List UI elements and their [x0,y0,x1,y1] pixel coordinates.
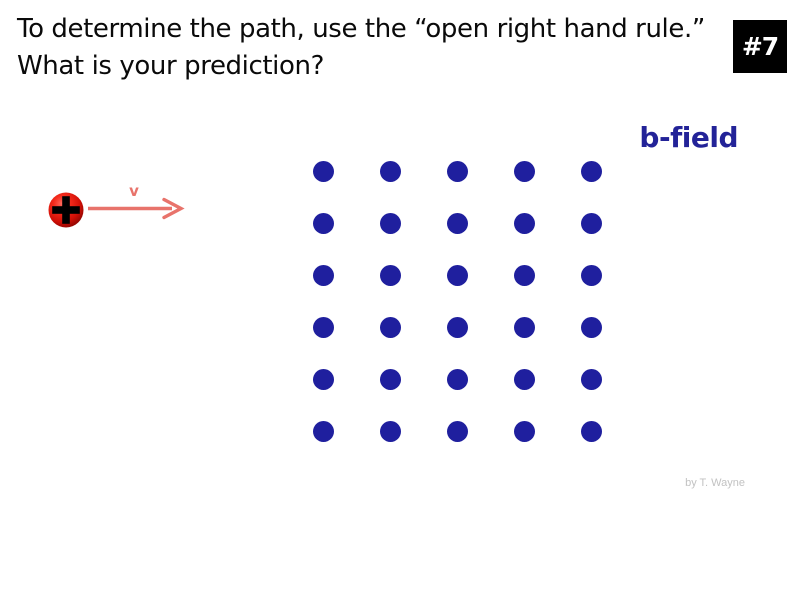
field-dot [581,421,602,442]
positive-charge-icon [48,192,84,228]
page-title: To determine the path, use the “open rig… [17,11,727,85]
field-dot [514,213,535,234]
field-dot [380,265,401,286]
field-dot [380,161,401,182]
field-dot [313,421,334,442]
field-dot [380,421,401,442]
field-dot [447,421,468,442]
field-dot-row [313,265,605,287]
slide-number-label: #7 [741,32,779,61]
velocity-arrow-icon [88,197,185,220]
field-dot [447,213,468,234]
b-field-label: b-field [639,121,738,154]
field-dot [514,421,535,442]
field-dot [380,317,401,338]
field-dot-row [313,317,605,339]
field-dot [581,317,602,338]
field-dot [514,317,535,338]
field-dot [514,161,535,182]
field-dot [380,369,401,390]
title-line-1: To determine the path, use the “open rig… [17,14,705,44]
field-dot-row [313,369,605,391]
slide-number-badge: #7 [733,20,787,73]
velocity-label: v [129,182,139,200]
field-dot [581,369,602,390]
field-dot [313,161,334,182]
field-dot [313,317,334,338]
field-dot [581,213,602,234]
field-dot [581,265,602,286]
author-credit: by T. Wayne [685,477,745,489]
field-dot [447,161,468,182]
field-dot [514,265,535,286]
title-line-2: What is your prediction? [17,51,324,81]
field-dot [313,213,334,234]
field-dot [447,369,468,390]
field-dot [380,213,401,234]
field-dot [313,265,334,286]
field-dot [313,369,334,390]
magnetic-field-dot-grid [313,161,605,445]
field-dot [447,317,468,338]
field-dot-row [313,421,605,443]
field-dot [447,265,468,286]
field-dot-row [313,213,605,235]
field-dot-row [313,161,605,183]
field-dot [581,161,602,182]
field-dot [514,369,535,390]
